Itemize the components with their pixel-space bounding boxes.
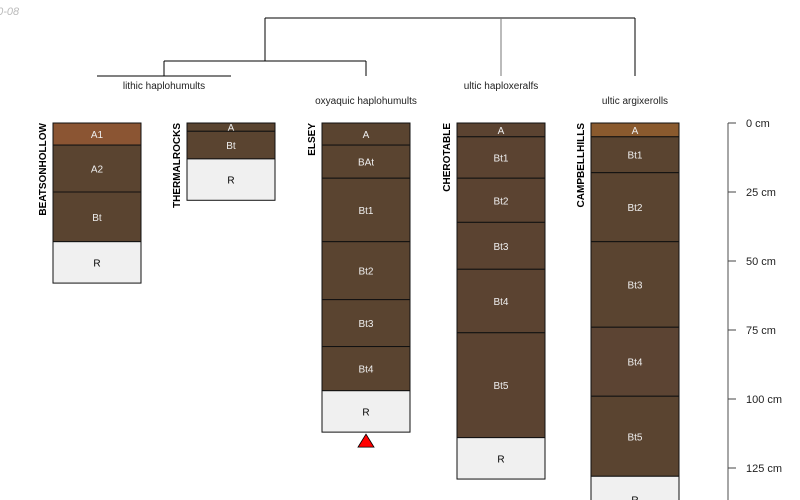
taxon-label: ultic argixerolls: [602, 96, 668, 107]
horizon: [321, 299, 411, 348]
horizon: [52, 144, 142, 193]
profile-name: BEATSONHOLLOW: [38, 122, 49, 215]
depth-axis-label: 50 cm: [746, 256, 776, 268]
horizon: [590, 241, 680, 328]
horizon-label: Bt3: [627, 280, 642, 291]
horizon: [456, 268, 546, 334]
horizon-label: Bt2: [358, 267, 373, 278]
horizon-label: Bt5: [627, 432, 642, 443]
depth-axis-label: 100 cm: [746, 394, 782, 406]
horizon-label: A: [228, 123, 235, 134]
horizon: [456, 332, 546, 439]
horizon-label: R: [227, 176, 234, 187]
horizon-label: A2: [91, 165, 104, 176]
horizon-label: Bt2: [627, 203, 642, 214]
truncation-marker-icon: [357, 433, 375, 448]
horizon-label: A: [632, 126, 639, 137]
horizon-label: A: [498, 126, 505, 137]
taxon-label: oxyaquic haplohumults: [315, 96, 417, 107]
horizon-label: Bt1: [627, 151, 642, 162]
date-stamp: 10-08: [0, 6, 20, 18]
horizon: [186, 158, 276, 201]
horizon: [52, 241, 142, 284]
depth-axis-label: 0 cm: [746, 118, 770, 130]
horizon: [321, 241, 411, 301]
depth-axis-label: 75 cm: [746, 325, 776, 337]
horizon: [456, 437, 546, 480]
horizon: [321, 144, 411, 179]
horizon-label: R: [362, 407, 369, 418]
horizon: [456, 221, 546, 270]
horizon-label: A: [363, 130, 370, 141]
taxon-label: ultic haploxeralfs: [464, 81, 538, 92]
horizon-label: Bt: [92, 213, 102, 224]
horizon: [590, 395, 680, 477]
horizon: [321, 390, 411, 433]
horizon-label: A1: [91, 130, 104, 141]
horizon-label: Bt1: [358, 206, 373, 217]
horizon: [52, 191, 142, 243]
profile-name: CAMPBELLHILLS: [576, 123, 587, 208]
horizon-label: Bt: [226, 141, 236, 152]
horizon-label: Bt4: [493, 297, 508, 308]
horizon: [321, 346, 411, 392]
horizon: [590, 136, 680, 174]
horizon: [590, 326, 680, 397]
profile-name: THERMALROCKS: [172, 123, 183, 208]
horizon: [590, 172, 680, 243]
horizon: [186, 130, 276, 160]
horizon-label: Bt2: [493, 196, 508, 207]
profile-name: CHEROTABLE: [442, 123, 453, 192]
horizon-label: BAt: [358, 158, 374, 169]
horizon: [321, 177, 411, 243]
profile-name: ELSEY: [307, 123, 318, 156]
horizon-label: R: [497, 454, 504, 465]
horizon-label: Bt5: [493, 381, 508, 392]
horizon-label: Bt3: [493, 242, 508, 253]
depth-axis-label: 125 cm: [746, 463, 782, 475]
horizon-label: R: [93, 258, 100, 269]
horizon-label: Bt4: [358, 365, 373, 376]
horizon-label: Bt4: [627, 358, 642, 369]
horizon-label: Bt3: [358, 319, 373, 330]
horizon-label: R: [631, 496, 638, 500]
horizon-label: Bt1: [493, 154, 508, 165]
depth-axis-label: 25 cm: [746, 187, 776, 199]
taxon-label: lithic haplohumults: [123, 81, 205, 92]
